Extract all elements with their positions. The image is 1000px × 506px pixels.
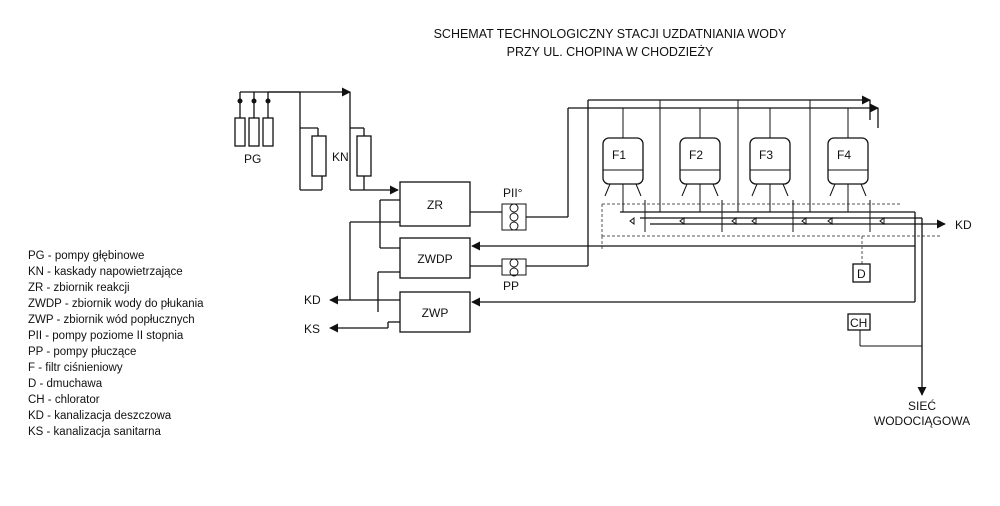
label-siec-line2: WODOCIĄGOWA [874,414,970,428]
zr-reaction-tank [399,181,471,227]
legend-item: ZR - zbiornik reakcji [28,282,130,294]
legend-item: ZWP - zbiornik wód popłucznych [28,314,195,326]
label-f2: F2 [689,148,703,162]
legend-item: KD - kanalizacja deszczowa [28,410,172,422]
filter-f3 [749,132,791,200]
label-kd-right: KD [955,218,972,232]
ch-chlorinator [847,313,871,331]
label-ks-left: KS [304,322,320,336]
pp-wash-pumps [470,258,588,277]
legend-item: PP - pompy płuczące [28,346,136,358]
pg-deep-well-pumps [234,91,300,147]
legend-item: KN - kaskady napowietrzające [28,266,183,278]
label-ch: CH [850,316,867,330]
legend-item: F - filtr ciśnieniowy [28,362,123,374]
label-f3: F3 [759,148,773,162]
legend-item: D - dmuchawa [28,378,103,390]
label-zwdp: ZWDP [417,252,452,266]
label-d: D [857,267,866,281]
legend-item: PII - pompy poziome II stopnia [28,330,184,342]
zwp-backwash-water-tank [399,291,471,333]
d-blower [852,263,871,283]
legend-item: KS - kanalizacja sanitarna [28,426,162,438]
pii-pumps [470,203,568,231]
label-kd-left: KD [304,293,321,307]
label-kn: KN [332,150,349,164]
legend-item: CH - chlorator [28,394,100,406]
diagram-title-line2: PRZY UL. CHOPINA W CHODZIEŻY [507,45,714,59]
diagram-title-line1: SCHEMAT TECHNOLOGICZNY STACJI UZDATNIANI… [434,27,787,41]
legend: PG - pompy głębinowe KN - kaskady napowi… [28,250,204,438]
zwdp-wash-water-tank [399,237,471,279]
label-zwp: ZWP [422,306,449,320]
label-zr: ZR [427,198,443,212]
collector-valves [629,217,885,225]
label-pp: PP [503,279,519,293]
legend-item: PG - pompy głębinowe [28,250,144,262]
label-f4: F4 [837,148,851,162]
label-pg: PG [244,152,261,166]
label-f1: F1 [612,148,626,162]
legend-item: ZWDP - zbiornik wody do płukania [28,298,204,310]
label-pii: PII° [503,186,523,200]
filter-f4 [827,132,869,200]
filter-f1 [602,132,644,200]
filter-f2 [679,132,721,200]
label-siec-line1: SIEĆ [908,398,936,413]
